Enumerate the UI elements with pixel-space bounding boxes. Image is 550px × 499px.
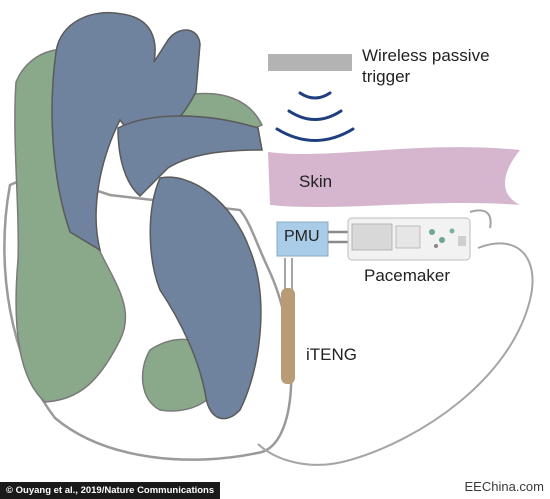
skin-band — [268, 147, 520, 208]
trigger-label: Wireless passive trigger — [362, 45, 542, 87]
trigger-label-line2: trigger — [362, 67, 411, 86]
pmu-box — [276, 221, 329, 257]
heart — [3, 12, 293, 461]
trigger-label-line1: Wireless passive — [362, 46, 490, 65]
pmu-label: PMU — [284, 228, 320, 245]
iteng-strip — [281, 288, 295, 384]
pacemaker-device — [347, 217, 471, 261]
watermark: EEChina.com — [464, 479, 544, 494]
connectors — [328, 230, 350, 244]
image-credit: © Ouyang et al., 2019/Nature Communicati… — [0, 482, 221, 499]
skin-label: Skin — [299, 172, 333, 191]
wireless-waves-icon — [275, 91, 355, 142]
trigger-bar — [268, 54, 352, 71]
pacemaker-label: Pacemaker — [364, 266, 450, 285]
wires — [257, 209, 534, 466]
iteng-label: iTENG — [306, 345, 357, 364]
